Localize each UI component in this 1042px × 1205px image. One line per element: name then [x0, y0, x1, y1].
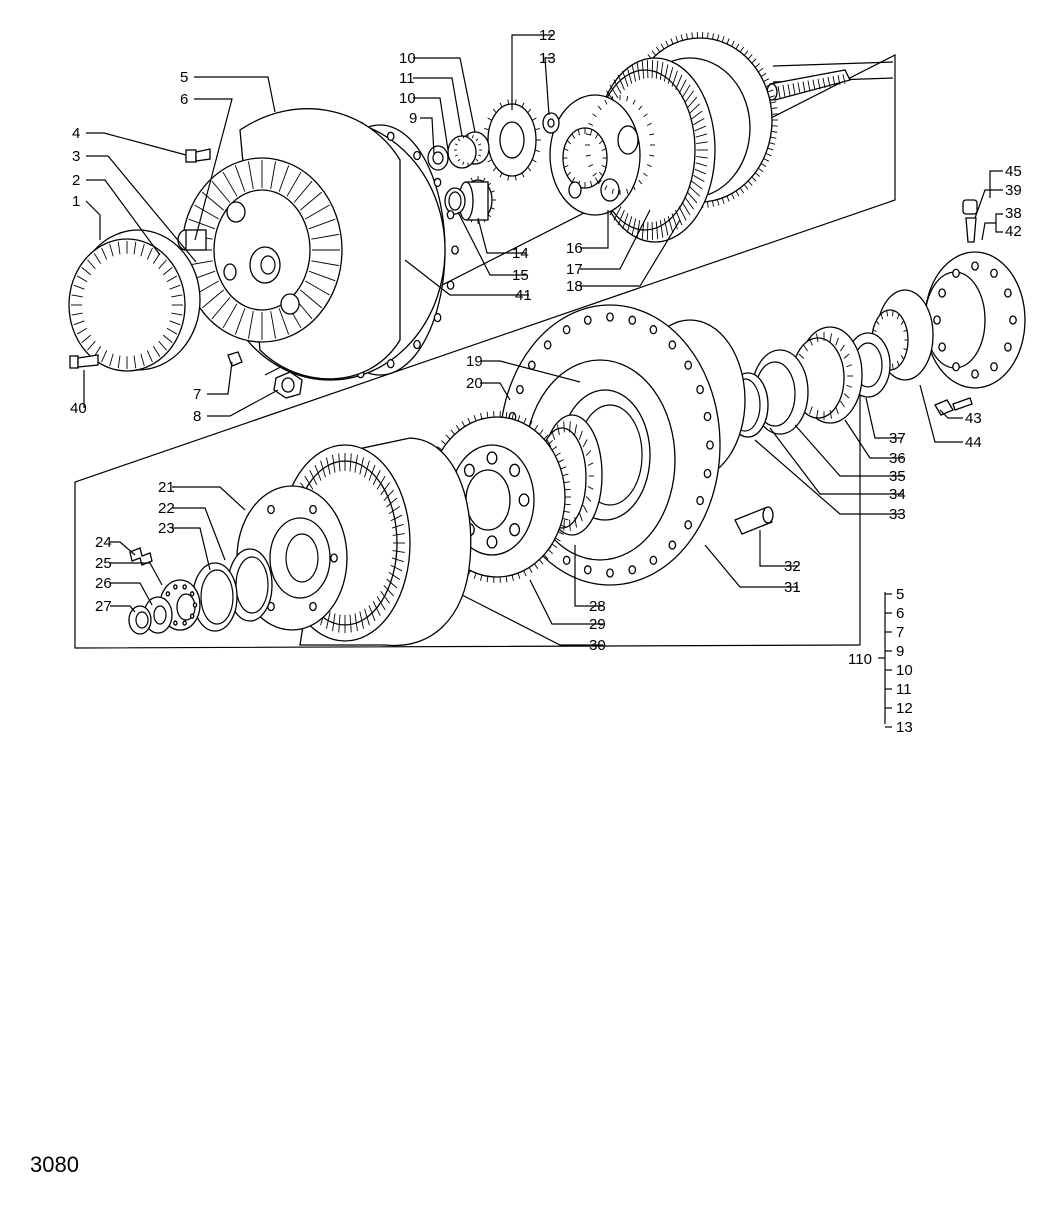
callout-29: 29 — [589, 616, 606, 633]
bolt — [186, 149, 210, 162]
callout-35: 35 — [889, 468, 906, 485]
kit-item: 7 — [896, 624, 904, 641]
callout-13: 13 — [539, 50, 556, 67]
callout-18: 18 — [566, 278, 583, 295]
callout-42: 42 — [1005, 223, 1022, 240]
callout-37: 37 — [889, 430, 906, 447]
kit-item: 10 — [896, 662, 913, 679]
kit-number: 110 — [848, 651, 872, 668]
drain-plug — [274, 372, 302, 398]
callout-38: 38 — [1005, 205, 1022, 222]
kit-item: 9 — [896, 643, 904, 660]
dowel-pin — [178, 230, 206, 250]
callout-10a: 10 — [399, 50, 416, 67]
callout-7: 7 — [193, 386, 201, 403]
callout-25: 25 — [95, 555, 112, 572]
callout-20: 20 — [466, 375, 483, 392]
kit-item: 11 — [896, 681, 912, 698]
callout-28: 28 — [589, 598, 606, 615]
callout-21: 21 — [158, 479, 175, 496]
callout-9: 9 — [409, 110, 417, 127]
kit-list: 110 5 6 7 9 10 11 12 13 — [848, 586, 913, 736]
figure-number: 3080 — [30, 1152, 79, 1177]
callout-2: 2 — [72, 172, 80, 189]
kit-item: 12 — [896, 700, 913, 717]
callout-8: 8 — [193, 408, 201, 425]
callout-43: 43 — [965, 410, 982, 427]
hub-bolt — [735, 507, 773, 534]
drive-shaft — [767, 70, 850, 100]
callout-30: 30 — [589, 637, 606, 654]
callout-41: 41 — [515, 287, 532, 304]
callout-27: 27 — [95, 598, 112, 615]
callout-44: 44 — [965, 434, 982, 451]
planet-gear — [483, 99, 541, 180]
callout-45: 45 — [1005, 163, 1022, 180]
kit-item: 6 — [896, 605, 904, 622]
callout-6: 6 — [180, 91, 188, 108]
callout-4: 4 — [72, 125, 80, 142]
wheel-stud — [966, 218, 976, 242]
callout-33: 33 — [889, 506, 906, 523]
callout-26: 26 — [95, 575, 112, 592]
kit-item: 5 — [896, 586, 904, 603]
callout-19: 19 — [466, 353, 483, 370]
callout-32: 32 — [784, 558, 801, 575]
callout-31: 31 — [784, 579, 801, 596]
shim-ring — [129, 606, 151, 634]
callout-22: 22 — [158, 500, 175, 517]
callout-36: 36 — [889, 450, 906, 467]
snap-ring — [445, 188, 465, 214]
callout-11: 11 — [399, 70, 415, 87]
callout-24: 24 — [95, 534, 112, 551]
callout-34: 34 — [889, 486, 906, 503]
screw — [228, 352, 242, 366]
cover-bolt — [70, 355, 98, 368]
callout-23: 23 — [158, 520, 175, 537]
callout-5: 5 — [180, 69, 188, 86]
callout-40: 40 — [70, 400, 87, 417]
callout-39: 39 — [1005, 182, 1022, 199]
callout-1: 1 — [72, 193, 80, 210]
callout-14: 14 — [512, 245, 529, 262]
callout-10b: 10 — [399, 90, 416, 107]
callout-16: 16 — [566, 240, 583, 257]
callout-3: 3 — [72, 148, 80, 165]
thrust-washer — [543, 113, 559, 133]
callout-17: 17 — [566, 261, 583, 278]
needle-bearing — [428, 132, 489, 170]
output-flange — [925, 252, 1025, 388]
end-cover — [69, 230, 200, 371]
kit-item: 13 — [896, 719, 913, 736]
callout-15: 15 — [512, 267, 529, 284]
callout-12: 12 — [539, 27, 556, 44]
stud-cap — [963, 200, 977, 214]
